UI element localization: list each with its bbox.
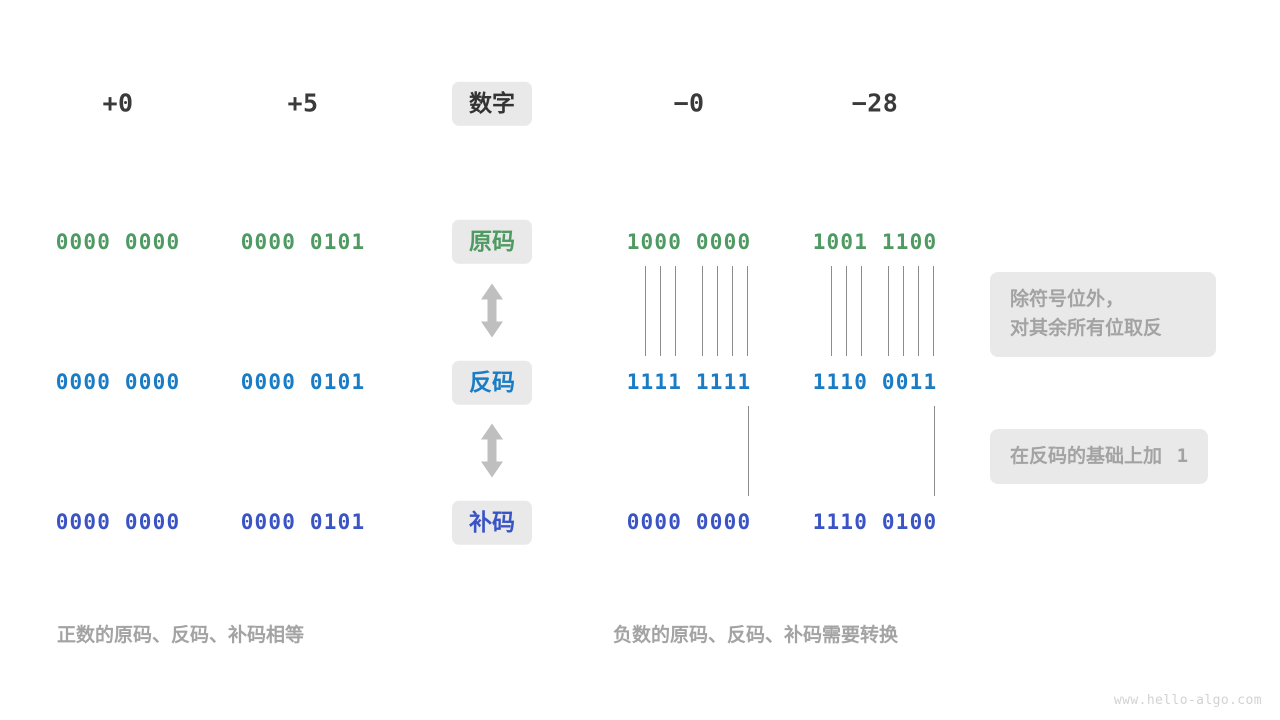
connector-tick-carry-minus-zero xyxy=(748,406,749,496)
value-ones-complement-plus-zero: 0000 0000 xyxy=(55,370,181,394)
connector-tick xyxy=(660,266,661,356)
connector-tick xyxy=(831,266,832,356)
row-label-twos-complement: 补码 xyxy=(452,500,532,546)
connector-tick xyxy=(846,266,847,356)
double-arrow-icon-ones-to-twos xyxy=(478,423,506,484)
double-arrow-icon-sign-to-ones xyxy=(478,283,506,344)
caption-positive: 正数的原码、反码、补码相等 xyxy=(57,624,305,646)
value-ones-complement-minus-zero: 1111 1111 xyxy=(626,370,752,394)
value-sign-magnitude-plus-five: 0000 0101 xyxy=(240,230,366,254)
value-sign-magnitude-minus-zero: 1000 0000 xyxy=(626,230,752,254)
connector-tick xyxy=(888,266,889,356)
connector-tick xyxy=(702,266,703,356)
value-ones-complement-plus-five: 0000 0101 xyxy=(240,370,366,394)
connector-tick xyxy=(747,266,748,356)
column-header-plus-five: +5 xyxy=(287,88,319,118)
row-label-ones-complement: 反码 xyxy=(452,360,532,406)
note-invert-bits-line2: 对其余所有位取反 xyxy=(1010,317,1163,340)
note-add-one-text: 在反码的基础上加 xyxy=(1010,445,1163,467)
connector-tick-carry-minus-28 xyxy=(934,406,935,496)
value-ones-complement-minus-28: 1110 0011 xyxy=(812,370,938,394)
connector-tick xyxy=(933,266,934,356)
column-header-minus-zero: −0 xyxy=(673,88,705,118)
note-invert-bits: 除符号位外， 对其余所有位取反 xyxy=(990,272,1216,357)
column-header-minus-28: −28 xyxy=(851,88,899,118)
connector-tick xyxy=(645,266,646,356)
row-label-sign-magnitude: 原码 xyxy=(452,219,532,265)
row-label-number: 数字 xyxy=(452,81,532,127)
connector-tick xyxy=(903,266,904,356)
note-add-one: 在反码的基础上加 1 xyxy=(990,429,1209,485)
watermark: www.hello-algo.com xyxy=(1113,693,1262,708)
note-invert-bits-line1: 除符号位外， xyxy=(1010,288,1125,310)
connector-tick xyxy=(861,266,862,356)
value-sign-magnitude-plus-zero: 0000 0000 xyxy=(55,230,181,254)
note-add-one-value: 1 xyxy=(1176,445,1189,467)
value-twos-complement-plus-five: 0000 0101 xyxy=(240,510,366,534)
connector-tick xyxy=(717,266,718,356)
value-twos-complement-minus-zero: 0000 0000 xyxy=(626,510,752,534)
value-twos-complement-minus-28: 1110 0100 xyxy=(812,510,938,534)
connector-tick xyxy=(675,266,676,356)
caption-negative: 负数的原码、反码、补码需要转换 xyxy=(613,624,899,646)
value-twos-complement-plus-zero: 0000 0000 xyxy=(55,510,181,534)
value-sign-magnitude-minus-28: 1001 1100 xyxy=(812,230,938,254)
column-header-plus-zero: +0 xyxy=(102,88,134,118)
connector-tick xyxy=(732,266,733,356)
connector-tick xyxy=(918,266,919,356)
